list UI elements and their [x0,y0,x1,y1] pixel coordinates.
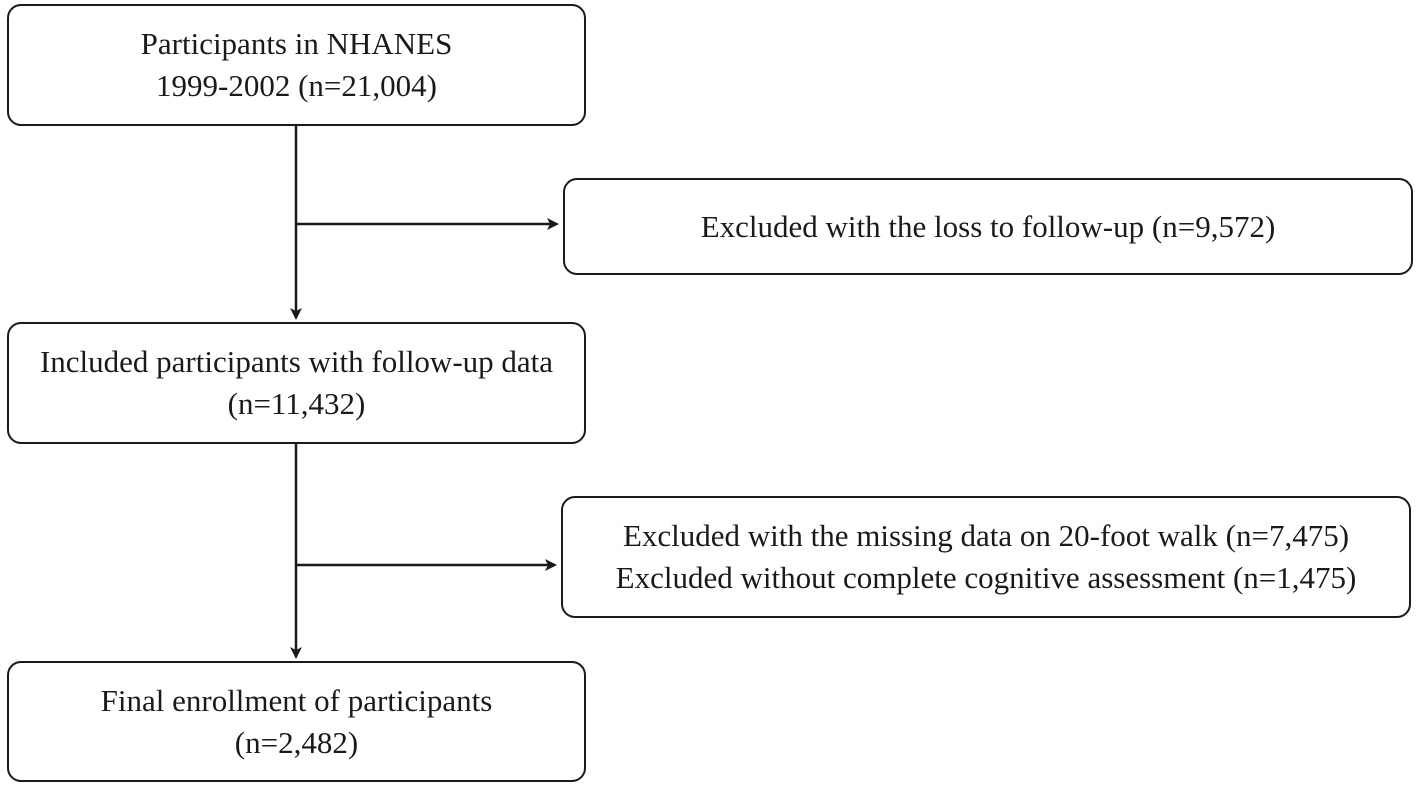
included-box-line-1: Included participants with follow-up dat… [39,344,554,379]
final-box-line-2: (n=2,482) [234,724,359,760]
start-box-line-1: Participants in NHANES [140,26,453,61]
included-box: Included participants with follow-up dat… [7,322,586,444]
exclusion-2-line-2: Excluded without complete cognitive asse… [615,560,1357,595]
included-box-line-2: (n=11,432) [227,386,366,421]
exclusion-box-1: Excluded with the loss to follow-up (n=9… [563,178,1413,275]
exclusion-box-2: Excluded with the missing data on 20-foo… [561,496,1411,618]
exclusion-2-line-1: Excluded with the missing data on 20-foo… [622,518,1350,553]
final-box-line-1: Final enrollment of participants [100,682,493,718]
exclusion-1-line-1: Excluded with the loss to follow-up (n=9… [700,208,1276,244]
start-box-line-2: 1999-2002 (n=21,004) [156,68,437,103]
start-box: Participants in NHANES 1999-2002 (n=21,0… [7,4,586,126]
final-box: Final enrollment of participants (n=2,48… [7,661,586,782]
